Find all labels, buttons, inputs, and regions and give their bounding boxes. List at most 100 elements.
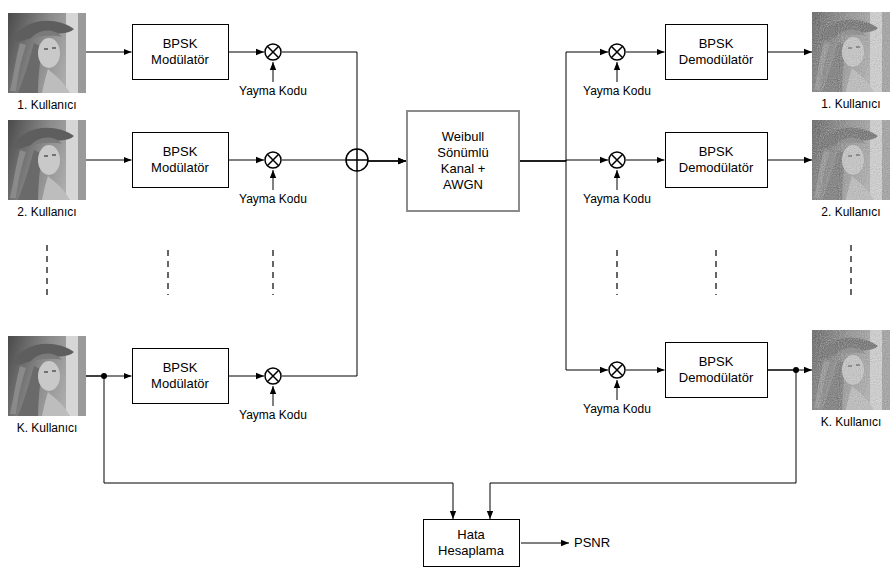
multiplier-circle xyxy=(265,152,281,168)
summation-circle xyxy=(346,149,368,171)
multiplier-cross xyxy=(611,364,622,375)
multiplier-cross xyxy=(267,46,278,57)
user-image: K. Kullanıcı xyxy=(8,336,86,435)
spreading-code-leaders xyxy=(273,62,617,406)
node-caption: Yayma Kodu xyxy=(228,408,318,422)
multiplier-cross xyxy=(611,154,622,165)
user-image: 1. Kullanıcı xyxy=(8,13,86,112)
node-text: BPSK Modülatör xyxy=(141,144,220,176)
multiplier-circle xyxy=(265,368,281,384)
process-box: BPSK Modülatör xyxy=(132,24,229,80)
multiplier-symbol xyxy=(264,43,282,61)
multiplier-circle xyxy=(609,362,625,378)
image-content xyxy=(812,120,890,200)
process-box: BPSK Modülatör xyxy=(132,348,229,404)
multiplier-node: Yayma Kodu xyxy=(572,361,662,416)
dashed-line xyxy=(46,245,47,300)
image-content xyxy=(812,12,890,92)
multiplier-cross xyxy=(267,370,278,381)
multiplier-cross xyxy=(267,154,278,165)
multiplier-node: Yayma Kodu xyxy=(572,43,662,98)
multiplier-circle xyxy=(609,44,625,60)
dashed-line xyxy=(850,245,851,300)
multiplier-symbol xyxy=(608,361,626,379)
node-caption: K. Kullanıcı xyxy=(8,421,86,435)
node-text: BPSK Modülatör xyxy=(141,36,220,68)
junction-dot xyxy=(793,367,799,373)
user-image: K. Kullanıcı xyxy=(812,330,890,429)
signal-connector xyxy=(520,160,608,370)
image-picture xyxy=(8,13,86,93)
node-caption: 2. Kullanıcı xyxy=(8,205,86,219)
dashed-line xyxy=(616,250,617,295)
process-box: BPSK Demodülatör xyxy=(665,342,768,398)
node-caption: Yayma Kodu xyxy=(228,192,318,206)
dashed-line xyxy=(715,250,716,295)
node-caption: 1. Kullanıcı xyxy=(8,98,86,112)
process-box: BPSK Demodülatör xyxy=(665,24,768,80)
image-picture xyxy=(812,120,890,200)
user-image: 2. Kullanıcı xyxy=(812,120,890,219)
node-caption: 2. Kullanıcı xyxy=(812,205,890,219)
signal-connector xyxy=(282,52,406,161)
signal-connector xyxy=(768,160,813,161)
image-content xyxy=(812,330,890,410)
node-text: BPSK Demodülatör xyxy=(674,354,759,386)
multiplier-circle xyxy=(265,44,281,60)
signal-connector xyxy=(626,52,665,53)
node-caption: Yayma Kodu xyxy=(572,192,662,206)
node-text: BPSK Modülatör xyxy=(141,360,220,392)
process-box: BPSK Demodülatör xyxy=(665,132,768,188)
signal-connector xyxy=(768,52,813,53)
signal-connector xyxy=(626,160,665,161)
multiplier-symbol xyxy=(608,43,626,61)
node-text: Weibull Sönümlü Kanal + AWGN xyxy=(432,129,494,193)
node-text: BPSK Demodülatör xyxy=(674,144,759,176)
multiplier-node: Yayma Kodu xyxy=(228,43,318,98)
multiplier-cross xyxy=(611,46,622,57)
signal-connector xyxy=(229,376,265,377)
node-caption: 1. Kullanıcı xyxy=(812,97,890,111)
multiplier-symbol xyxy=(264,367,282,385)
multiplier-circle xyxy=(609,152,625,168)
process-box: Hata Hesaplama xyxy=(423,519,520,567)
node-caption: K. Kullanıcı xyxy=(812,415,890,429)
image-picture xyxy=(8,336,86,416)
node-caption: Yayma Kodu xyxy=(228,84,318,98)
leader-arrow xyxy=(617,62,618,82)
leader-arrow xyxy=(617,380,618,400)
leader-arrow xyxy=(617,170,618,190)
ellipsis-dashes xyxy=(47,245,851,300)
signal-connector xyxy=(626,370,665,371)
channel-box: Weibull Sönümlü Kanal + AWGN xyxy=(406,110,520,212)
dashed-line xyxy=(272,250,273,295)
image-content xyxy=(8,120,86,200)
user-image: 1. Kullanıcı xyxy=(812,12,890,111)
image-picture xyxy=(812,12,890,92)
node-text: BPSK Demodülatör xyxy=(674,36,759,68)
output-arrow xyxy=(521,543,569,544)
image-picture xyxy=(812,330,890,410)
summation-symbol xyxy=(346,149,368,171)
multiplier-node: Yayma Kodu xyxy=(228,151,318,206)
node-caption: Yayma Kodu xyxy=(572,402,662,416)
junction-dot xyxy=(101,373,107,379)
multiplier-symbol xyxy=(264,151,282,169)
signal-connector xyxy=(520,52,608,161)
signal-connector xyxy=(86,160,132,161)
image-content xyxy=(8,336,86,416)
leader-arrow xyxy=(273,62,274,82)
output-label: PSNR xyxy=(574,535,610,551)
signal-connector xyxy=(86,52,132,53)
image-content xyxy=(8,13,86,93)
image-picture xyxy=(8,120,86,200)
multiplier-node: Yayma Kodu xyxy=(228,367,318,422)
node-caption: Yayma Kodu xyxy=(572,84,662,98)
node-text: Hata Hesaplama xyxy=(432,527,511,559)
summation-plus xyxy=(356,149,358,171)
multiplier-node: Yayma Kodu xyxy=(572,151,662,206)
